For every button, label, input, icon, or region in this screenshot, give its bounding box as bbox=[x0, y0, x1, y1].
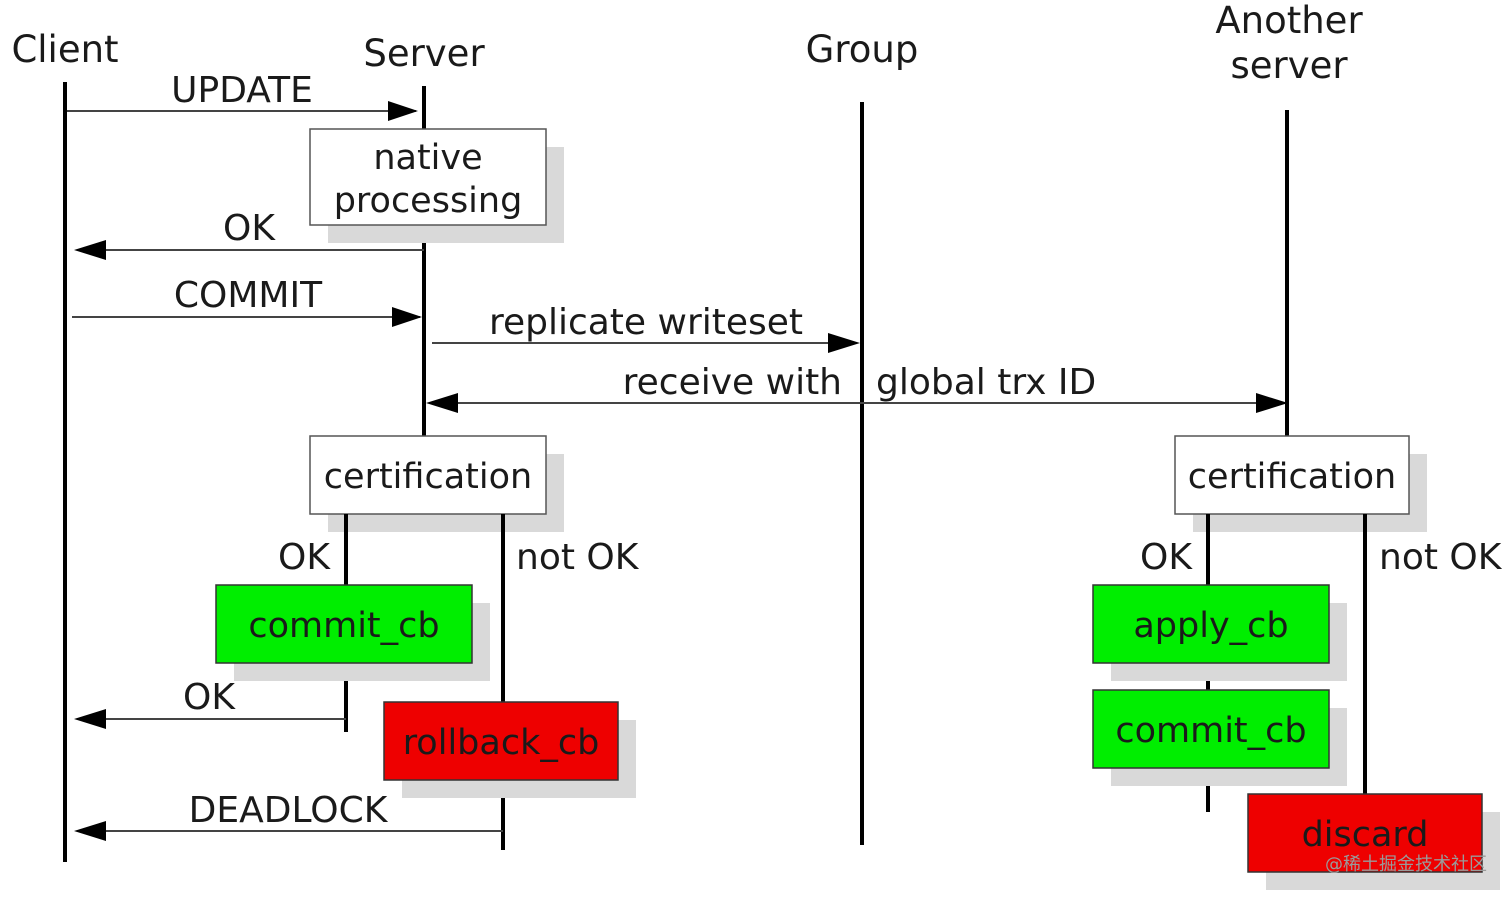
commit-message-label: COMMIT bbox=[174, 275, 323, 316]
native-processing-line1: native bbox=[373, 138, 482, 178]
apply-cb-label: apply_cb bbox=[1133, 606, 1288, 646]
another-server-label-line2: server bbox=[1230, 44, 1348, 87]
update-arrowhead bbox=[388, 101, 418, 121]
certification-another-label: certification bbox=[1188, 457, 1396, 497]
client-label: Client bbox=[11, 28, 118, 71]
commit-cb-another-label: commit_cb bbox=[1115, 711, 1306, 751]
commit-cb-server-label: commit_cb bbox=[248, 606, 439, 646]
certification-server-box bbox=[309, 435, 547, 515]
discard-label: discard bbox=[1302, 815, 1429, 855]
receive-with-label: receive with bbox=[623, 362, 842, 403]
deadlock-label: DEADLOCK bbox=[189, 790, 389, 831]
discard-box bbox=[1247, 793, 1483, 873]
another-not-ok-label: not OK bbox=[1379, 537, 1503, 578]
commit-arrowhead bbox=[392, 307, 422, 327]
receive-arrowhead-left bbox=[426, 393, 458, 413]
commit-cb-server-box bbox=[215, 584, 473, 664]
global-trx-id-label: global trx ID bbox=[876, 362, 1096, 403]
native-processing-line2: processing bbox=[334, 181, 523, 221]
server-ok-label: OK bbox=[278, 537, 331, 578]
rollback-cb-box bbox=[383, 701, 619, 781]
server-not-ok-label: not OK bbox=[516, 537, 640, 578]
ok-native-arrowhead bbox=[74, 240, 106, 260]
commit-cb-another-box bbox=[1092, 689, 1330, 769]
native-processing-box bbox=[309, 128, 547, 226]
ok-commit-label: OK bbox=[183, 677, 236, 718]
another-server-label-line1: Another bbox=[1215, 0, 1363, 42]
replicate-writeset-label: replicate writeset bbox=[489, 302, 803, 343]
replicate-arrowhead bbox=[828, 333, 860, 353]
rollback-cb-label: rollback_cb bbox=[403, 723, 600, 763]
apply-cb-box bbox=[1092, 584, 1330, 664]
deadlock-arrowhead bbox=[74, 821, 106, 841]
server-label: Server bbox=[363, 32, 485, 75]
watermark: @稀土掘金技术社区 bbox=[1325, 854, 1487, 875]
ok-native-label: OK bbox=[223, 208, 276, 249]
group-label: Group bbox=[806, 28, 919, 71]
ok-commit-arrowhead bbox=[74, 709, 106, 729]
certification-another-box bbox=[1174, 435, 1410, 515]
receive-arrowhead-right bbox=[1256, 393, 1288, 413]
update-message-label: UPDATE bbox=[171, 70, 313, 111]
another-ok-label: OK bbox=[1140, 537, 1193, 578]
certification-server-label: certification bbox=[324, 457, 532, 497]
